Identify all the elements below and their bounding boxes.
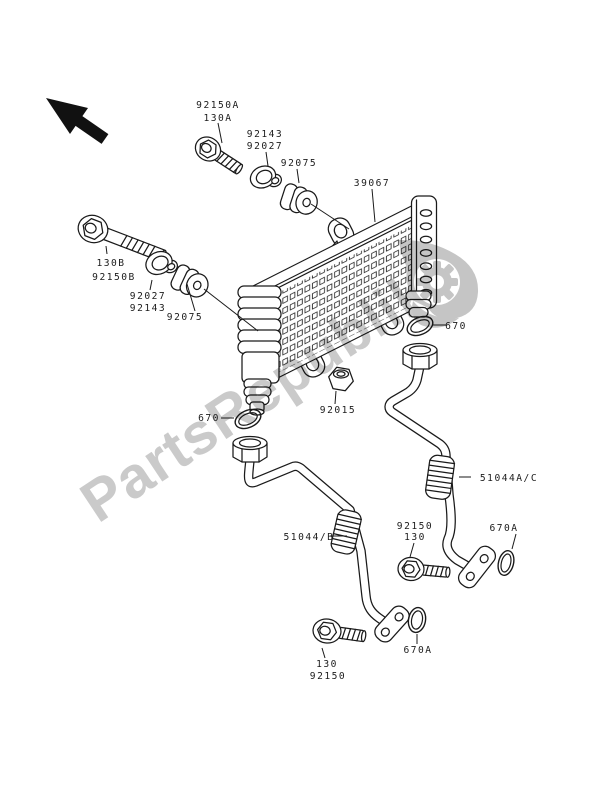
part-label-92075-left: 92075	[167, 312, 203, 323]
pipe-left-spring	[330, 509, 362, 555]
damper-drawing-left	[170, 264, 209, 298]
part-label-92150-bottom: 92150	[310, 671, 346, 682]
collar-drawing-left	[145, 250, 178, 276]
pipe-left-flange	[374, 605, 410, 643]
part-label-130-bottom: 130	[316, 659, 338, 670]
pipe-left-drawing	[243, 455, 397, 632]
part-label-670-left: 670	[198, 413, 220, 424]
part-label-670A-bottom: 670A	[403, 645, 432, 656]
brand-logo-icon	[399, 239, 479, 328]
cooler-left-tank	[237, 285, 282, 416]
leader-line	[265, 151, 269, 167]
nut-drawing	[328, 366, 354, 392]
leader-line	[186, 283, 196, 312]
pipe-right-union-nut	[402, 342, 438, 370]
part-label-39067: 39067	[354, 178, 390, 189]
leader-line	[310, 203, 350, 230]
part-label-130B: 130B	[96, 258, 125, 269]
leader-line	[149, 279, 153, 291]
part-label-92027-top: 92027	[247, 141, 283, 152]
oring-drawing-right-lower	[497, 550, 515, 576]
leader-line	[334, 390, 337, 405]
leader-line	[321, 647, 326, 659]
part-label-92015: 92015	[320, 405, 356, 416]
part-label-92150B: 92150B	[92, 272, 136, 283]
orientation-arrow-icon	[46, 98, 109, 144]
leader-line	[409, 542, 415, 558]
pipe-left-union-nut	[232, 435, 268, 463]
part-label-130A: 130A	[203, 113, 232, 124]
bolt-drawing-mid	[397, 556, 451, 582]
leader-line	[203, 288, 259, 332]
leader-line	[511, 533, 517, 550]
part-label-92150-mid: 92150	[397, 521, 433, 532]
part-label-670-right: 670	[445, 321, 467, 332]
part-label-51044AC: 51044A/C	[480, 473, 538, 484]
part-label-92143-left: 92143	[130, 303, 166, 314]
leader-line	[105, 245, 108, 255]
part-label-51044B: 51044/B	[284, 532, 335, 543]
part-label-92027-left: 92027	[130, 291, 166, 302]
part-label-130-mid: 130	[404, 532, 426, 543]
damper-drawing-top	[279, 183, 318, 215]
bolt-drawing-left	[77, 214, 167, 263]
collar-drawing-top	[249, 165, 282, 189]
part-label-92150A: 92150A	[196, 100, 240, 111]
oring-drawing-bottom	[407, 606, 427, 634]
leader-line	[296, 168, 300, 184]
part-label-670A-right: 670A	[489, 523, 518, 534]
leader-line	[371, 188, 376, 223]
bolt-drawing-bottom	[312, 618, 367, 644]
part-label-92075-top: 92075	[281, 158, 317, 169]
pipe-right-spring	[424, 454, 456, 500]
leader-line	[217, 122, 223, 144]
oring-drawing-left	[234, 408, 262, 430]
pipe-right-flange	[457, 545, 497, 589]
part-label-92143-top: 92143	[247, 129, 283, 140]
bolt-drawing-top	[194, 136, 244, 175]
pipe-right-drawing	[384, 361, 476, 573]
